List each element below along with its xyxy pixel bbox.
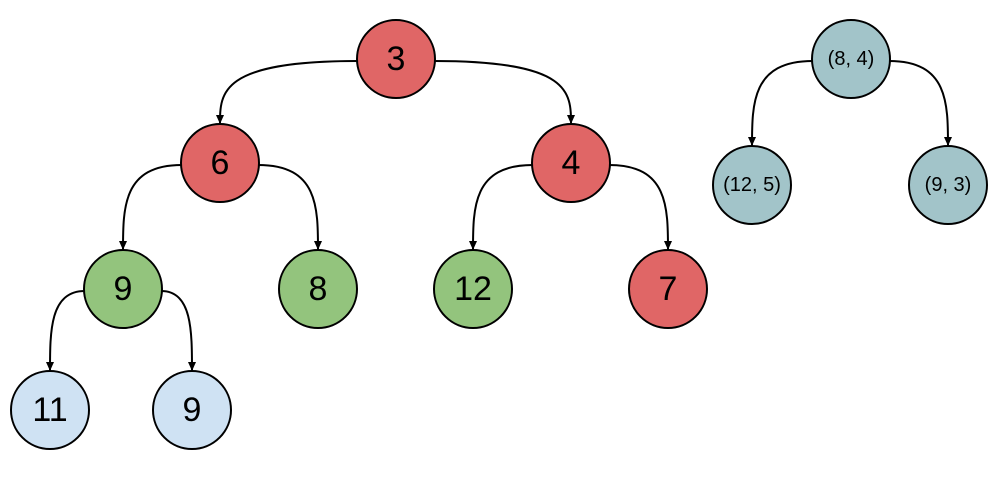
node-label: 6	[211, 144, 230, 182]
node-label: 8	[309, 270, 328, 308]
node-circle	[628, 249, 708, 329]
node-circle	[811, 19, 891, 99]
node-circle	[180, 123, 260, 203]
edge-n4-to-n12	[469, 164, 533, 251]
edges-layer	[46, 60, 952, 372]
node-3: 3	[356, 19, 436, 99]
node-label: 7	[659, 270, 678, 308]
node-12: 12	[433, 249, 513, 329]
node-label: 9	[183, 391, 202, 429]
node-circle	[433, 249, 513, 329]
node-label: 4	[562, 144, 581, 182]
node-circle	[152, 370, 232, 450]
node-label: 11	[32, 391, 67, 429]
edge-p84-to-p125	[748, 60, 813, 147]
node-circle	[908, 145, 988, 225]
node-circle	[10, 370, 90, 450]
node-label: 9	[114, 270, 133, 308]
node-7: 7	[628, 249, 708, 329]
nodes-layer: 3 6 4 9 8 12 7 11 9 (8, 4) (12, 5) (9, 3)	[10, 19, 988, 450]
node-12-5: (12, 5)	[712, 145, 792, 225]
node-label: (12, 5)	[723, 174, 781, 196]
edge-n6-to-n9a	[119, 164, 182, 251]
node-circle	[278, 249, 358, 329]
node-label: (9, 3)	[925, 174, 972, 196]
node-8: 8	[278, 249, 358, 329]
node-circle	[531, 123, 611, 203]
node-6: 6	[180, 123, 260, 203]
edge-n3-to-n4	[434, 60, 575, 125]
node-9: 9	[83, 249, 163, 329]
edge-n6-to-n8	[258, 164, 322, 251]
node-label: (8, 4)	[828, 48, 875, 70]
node-4: 4	[531, 123, 611, 203]
node-9-3: (9, 3)	[908, 145, 988, 225]
node-label: 3	[387, 40, 406, 78]
edge-p84-to-p93	[889, 60, 952, 147]
node-circle	[83, 249, 163, 329]
edge-n4-to-n7	[609, 164, 672, 251]
node-9: 9	[152, 370, 232, 450]
edge-n9a-to-n11	[46, 290, 85, 372]
node-circle	[356, 19, 436, 99]
node-circle	[712, 145, 792, 225]
node-8-4: (8, 4)	[811, 19, 891, 99]
edge-n9a-to-n9b	[161, 290, 196, 372]
node-11: 11	[10, 370, 90, 450]
node-label: 12	[454, 270, 492, 308]
edge-n3-to-n6	[216, 60, 358, 125]
